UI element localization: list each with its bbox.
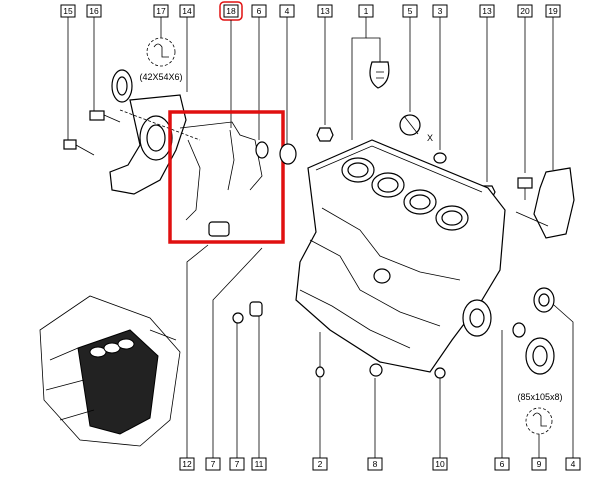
callout-top-1: 1 bbox=[358, 4, 374, 18]
callout-top-18: 18 bbox=[223, 4, 239, 18]
callout-bottom-12: 12 bbox=[179, 457, 195, 471]
callout-top-4-label: 4 bbox=[285, 6, 290, 16]
callout-top-15-label: 15 bbox=[63, 6, 73, 16]
callout-top-14: 14 bbox=[179, 4, 195, 18]
callout-bottom-7b-label: 7 bbox=[235, 459, 240, 469]
callout-bottom-6-label: 6 bbox=[500, 459, 505, 469]
callout-bottom-7a-label: 7 bbox=[211, 459, 216, 469]
gasket-18-icon bbox=[179, 121, 263, 237]
callout-top-17: 17 bbox=[153, 4, 169, 18]
callout-bottom-2-label: 2 bbox=[318, 459, 323, 469]
callout-top-13a-label: 13 bbox=[320, 6, 330, 16]
engine-block-icon bbox=[295, 139, 506, 373]
callout-top-4: 4 bbox=[279, 4, 295, 18]
crank-seal-4-icon bbox=[533, 287, 555, 313]
callout-bottom-2: 2 bbox=[312, 457, 328, 471]
seal-housing-icon bbox=[109, 94, 201, 195]
drain-plug-8-icon bbox=[369, 363, 383, 377]
callout-bottom-8-label: 8 bbox=[373, 459, 378, 469]
callout-top-13a: 13 bbox=[317, 4, 333, 18]
nut-13-icon bbox=[316, 127, 334, 142]
callout-top-13b: 13 bbox=[479, 4, 495, 18]
callout-top-1-label: 1 bbox=[364, 6, 369, 16]
callout-bottom-4: 4 bbox=[565, 457, 581, 471]
callout-bottom-12-label: 12 bbox=[182, 459, 192, 469]
bearing-shell-icon bbox=[369, 61, 390, 89]
callout-bottom-7a: 7 bbox=[205, 457, 221, 471]
callout-top-20-label: 20 bbox=[520, 6, 530, 16]
callout-bottom-11-label: 11 bbox=[255, 459, 264, 469]
rear-seal-size-label: (42X54X6) bbox=[139, 72, 182, 82]
callout-top-17-label: 17 bbox=[156, 6, 166, 16]
callout-top-5: 5 bbox=[402, 4, 418, 18]
assembled-engine-inset bbox=[39, 295, 181, 447]
callout-bottom-11: 11 bbox=[251, 457, 267, 471]
callout-bottom-8: 8 bbox=[367, 457, 383, 471]
callout-top-20: 20 bbox=[517, 4, 533, 18]
callout-top-19: 19 bbox=[545, 4, 561, 18]
callout-top-19-label: 19 bbox=[548, 6, 558, 16]
callout-top-16-label: 16 bbox=[89, 6, 99, 16]
front-seal-9-icon: (85x105x8) bbox=[517, 337, 563, 435]
callout-top-16: 16 bbox=[86, 4, 102, 18]
dowel-6-icon bbox=[255, 141, 269, 159]
thrust-washer-icon: X bbox=[399, 114, 433, 143]
callout-top-18-label: 18 bbox=[226, 6, 236, 16]
callout-bottom-10-label: 10 bbox=[435, 459, 445, 469]
callout-bottom-6: 6 bbox=[494, 457, 510, 471]
x-mark-label: X bbox=[427, 133, 433, 143]
callout-top-3-label: 3 bbox=[438, 6, 443, 16]
plug-10-icon bbox=[434, 367, 446, 379]
plug-6b-icon bbox=[512, 322, 526, 338]
callout-top-6-label: 6 bbox=[257, 6, 262, 16]
callout-bottom-4-label: 4 bbox=[571, 459, 576, 469]
dowel-7-icon bbox=[232, 301, 263, 324]
callout-top-15: 15 bbox=[60, 4, 76, 18]
bolt-20-icon bbox=[517, 177, 533, 200]
bottom-leader-lines bbox=[186, 244, 574, 458]
callout-top-3: 3 bbox=[432, 4, 448, 18]
plug-3-icon bbox=[433, 152, 447, 164]
callout-bottom-9: 9 bbox=[531, 457, 547, 471]
gasket-highlight-frame bbox=[168, 110, 285, 244]
bolt-16-icon bbox=[89, 110, 121, 123]
callout-top-6: 6 bbox=[251, 4, 267, 18]
rear-seal-icon-group: (42X54X6) bbox=[111, 37, 183, 103]
side-cover-icon bbox=[515, 167, 575, 239]
front-seal-size-label: (85x105x8) bbox=[517, 392, 562, 402]
callout-top-5-label: 5 bbox=[408, 6, 413, 16]
dipstick-tube-icon bbox=[315, 332, 325, 378]
bolt-15-icon bbox=[63, 139, 95, 156]
callout-bottom-7b: 7 bbox=[229, 457, 245, 471]
callout-bottom-10: 10 bbox=[432, 457, 448, 471]
top-leader-lines bbox=[67, 17, 554, 182]
seal-4-icon bbox=[279, 143, 297, 165]
callout-bottom-9-label: 9 bbox=[537, 459, 542, 469]
callout-top-13b-label: 13 bbox=[482, 6, 492, 16]
callout-top-14-label: 14 bbox=[182, 6, 192, 16]
